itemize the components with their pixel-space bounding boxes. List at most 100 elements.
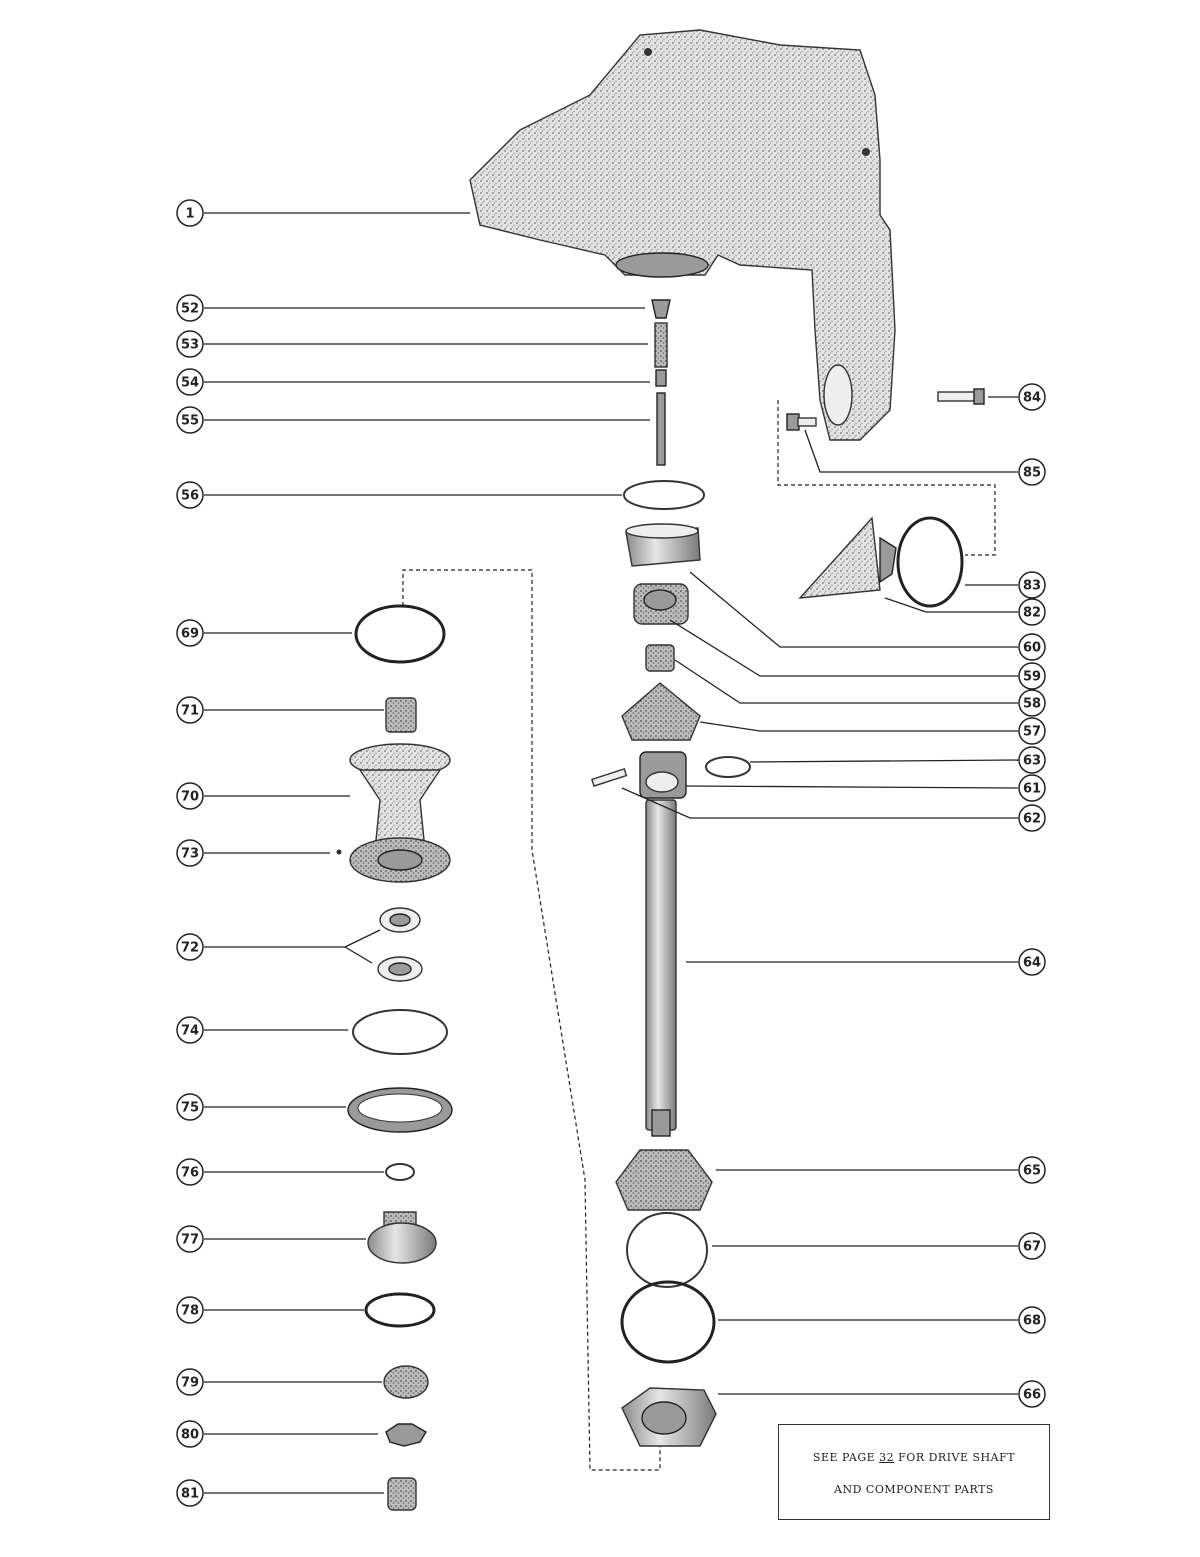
callout-58: 58 [1018,689,1046,717]
callout-circle [176,1296,204,1324]
part-59 [633,583,689,625]
part-63 [705,756,751,778]
callout-circle [1018,1380,1046,1408]
callout-69: 69 [176,619,204,647]
callout-label: 74 [181,1024,199,1039]
callout-label: 78 [181,1304,199,1319]
callout-72: 72 [176,933,204,961]
reference-note: SEE PAGE 32 FOR DRIVE SHAFT AND COMPONEN… [778,1424,1050,1520]
part-62 [591,768,628,787]
callout-label: 57 [1023,725,1041,740]
callout-label: 76 [181,1166,199,1181]
callout-circle [176,406,204,434]
callout-52: 52 [176,294,204,322]
leader-lines [204,212,1019,1494]
part-78 [364,1292,436,1328]
part-56 [623,480,705,510]
callout-circle [1018,717,1046,745]
callout-circle [176,696,204,724]
callout-79: 79 [176,1368,204,1396]
part-71 [385,697,417,733]
callout-label: 56 [181,489,199,504]
callout-circle [176,1225,204,1253]
callout-label: 68 [1023,1314,1041,1329]
callout-circle [176,330,204,358]
part-85 [786,413,817,431]
part-81 [387,1477,417,1511]
callout-80: 80 [176,1420,204,1448]
callout-label: 70 [181,790,199,805]
callout-circle [1018,689,1046,717]
callout-68: 68 [1018,1306,1046,1334]
callout-circle [1018,1306,1046,1334]
part-55 [656,392,666,466]
callout-60: 60 [1018,633,1046,661]
gear-housing [469,29,896,441]
part-77 [367,1211,437,1264]
part-66 [621,1387,717,1447]
callout-84: 84 [1018,383,1046,411]
callout-67: 67 [1018,1232,1046,1260]
callout-56: 56 [176,481,204,509]
callout-circle [176,481,204,509]
part-54 [655,369,667,387]
callout-71: 71 [176,696,204,724]
part-57 [621,682,701,741]
callout-label: 52 [181,302,199,317]
callout-1: 1 [176,199,204,227]
part-61 [639,751,687,799]
part-67 [626,1212,708,1288]
callout-circle [176,933,204,961]
callout-label: 81 [181,1487,199,1502]
callout-73: 73 [176,839,204,867]
callout-circle [176,619,204,647]
callout-label: 67 [1023,1240,1041,1255]
callout-59: 59 [1018,662,1046,690]
part-53 [654,322,668,368]
part-80 [385,1423,427,1447]
callout-62: 62 [1018,804,1046,832]
part-60 [625,523,701,567]
callout-54: 54 [176,368,204,396]
callout-circle [1018,1156,1046,1184]
callout-label: 80 [181,1428,199,1443]
callout-circle [176,1016,204,1044]
callout-83: 83 [1018,571,1046,599]
callout-label: 59 [1023,670,1041,685]
callout-label: 73 [181,847,199,862]
callout-label: 65 [1023,1164,1041,1179]
callout-label: 54 [181,376,199,391]
callout-circle [1018,662,1046,690]
part-75 [347,1087,453,1133]
callout-circle [1018,598,1046,626]
callout-label: 62 [1023,812,1041,827]
callout-66: 66 [1018,1380,1046,1408]
callout-circle [176,1368,204,1396]
callout-label: 82 [1023,606,1041,621]
part-82 [798,516,897,599]
part-76 [385,1163,415,1181]
callout-label: 60 [1023,641,1041,656]
callout-63: 63 [1018,746,1046,774]
callout-label: 72 [181,941,199,956]
callout-label: 1 [185,207,194,222]
part-84 [937,388,985,405]
callout-81: 81 [176,1479,204,1507]
callout-label: 69 [181,627,199,642]
callout-circle [1018,1232,1046,1260]
part-72 [377,907,423,982]
callout-77: 77 [176,1225,204,1253]
callout-74: 74 [176,1016,204,1044]
part-65 [615,1149,713,1211]
callout-78: 78 [176,1296,204,1324]
callout-label: 64 [1023,956,1041,971]
callout-61: 61 [1018,774,1046,802]
part-73 [336,849,342,855]
callout-circle [1018,383,1046,411]
note-page-number[interactable]: 32 [879,1451,895,1464]
callout-label: 83 [1023,579,1041,594]
note-line-2: AND COMPONENT PARTS [834,1483,994,1496]
part-58 [645,644,675,672]
callout-circle [1018,948,1046,976]
